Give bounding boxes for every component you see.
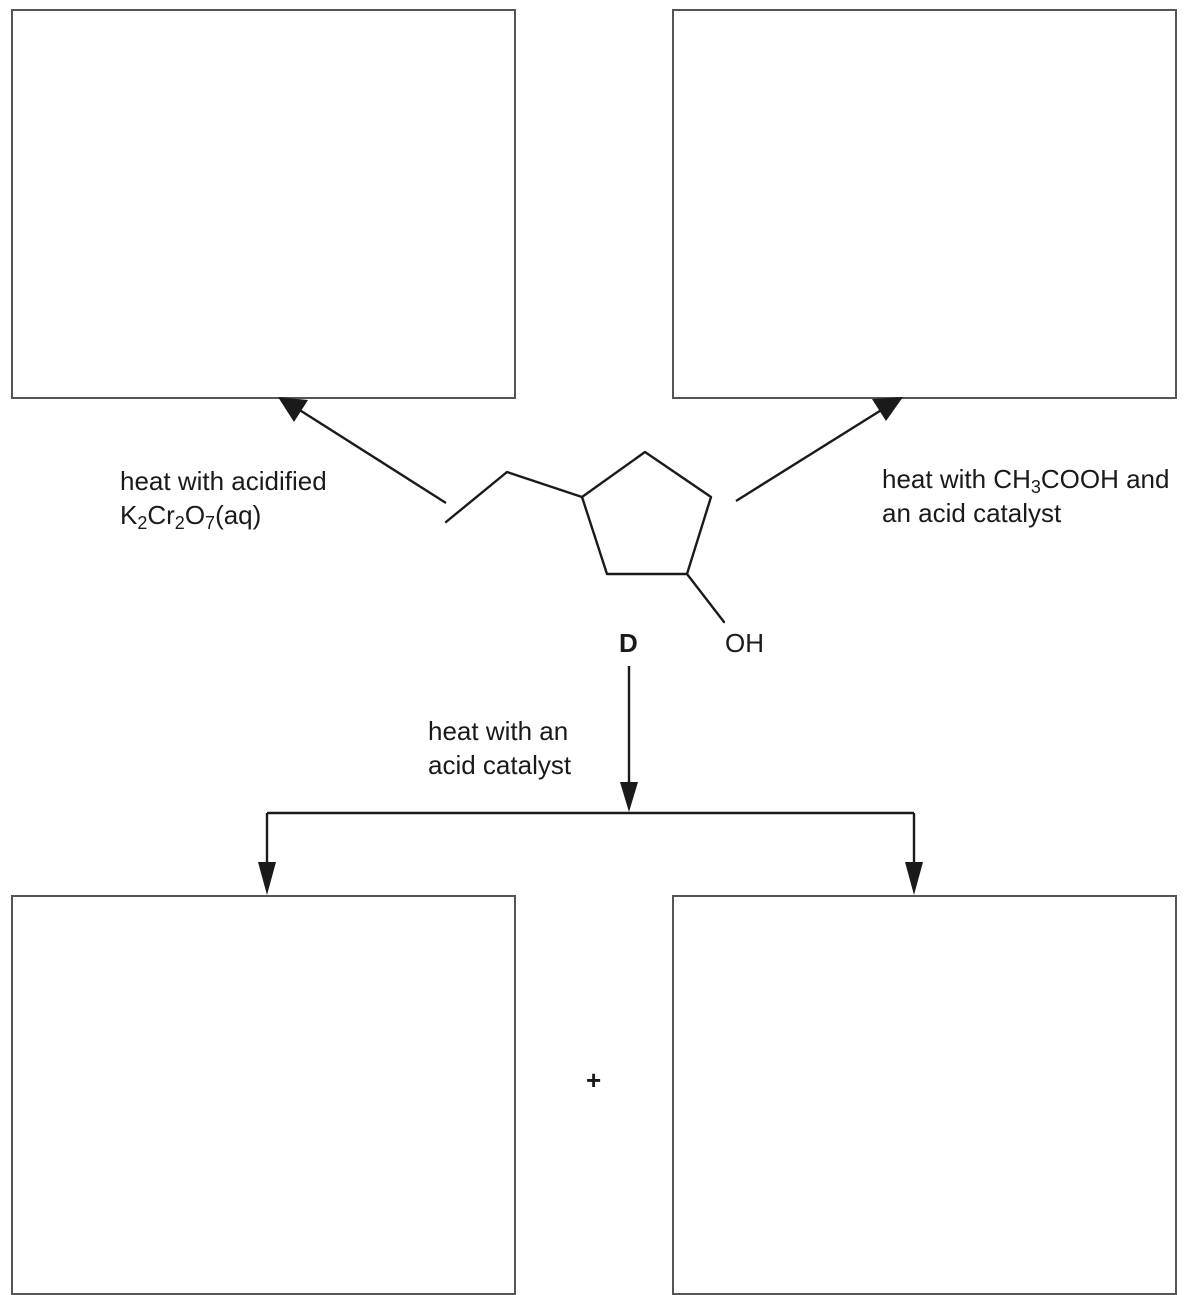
formula-sub-3: 7: [205, 513, 216, 533]
reagent-label-right: heat with CH3COOH and an acid catalyst: [882, 462, 1169, 530]
reagent-down-line2: acid catalyst: [428, 750, 572, 780]
reagent-right-pre: heat with CH: [882, 464, 1031, 494]
arrow-to-top-right-box: [735, 397, 903, 503]
oh-bond: [685, 572, 726, 624]
arrow-to-bottom-right-box: [905, 813, 923, 895]
reagent-right-sub: 3: [1030, 477, 1041, 497]
compound-label-d: D: [619, 628, 638, 658]
reagent-right-line2: an acid catalyst: [882, 498, 1062, 528]
reagent-right-post: COOH and: [1040, 464, 1170, 494]
answer-box-bottom-right[interactable]: [672, 895, 1177, 1295]
skeletal-structure-d: [444, 450, 726, 624]
formula-k: K: [120, 500, 138, 530]
answer-box-top-left[interactable]: [11, 9, 516, 399]
reagent-right-line1: heat with CH3COOH and: [882, 462, 1169, 496]
arrow-to-bottom-left-box: [258, 813, 276, 895]
formula-aq: (aq): [215, 500, 262, 530]
cyclopentane-ring: [580, 450, 713, 576]
reagent-left-line1: heat with acidified: [120, 466, 327, 496]
arrow-to-top-left-box: [278, 397, 447, 505]
reagent-label-left: heat with acidified K2Cr2O7(aq): [120, 464, 327, 532]
reagent-label-down: heat with an acid catalyst: [428, 714, 571, 782]
plus-sign: +: [586, 1065, 602, 1095]
formula-sub-2: 2: [174, 513, 185, 533]
ethyl-side-chain: [444, 470, 584, 524]
reagent-left-formula: K2Cr2O7(aq): [120, 498, 327, 532]
answer-box-top-right[interactable]: [672, 9, 1177, 399]
formula-sub-1: 2: [137, 513, 148, 533]
formula-o: O: [184, 500, 206, 530]
reagent-down-line1: heat with an: [428, 716, 569, 746]
hydroxyl-label: OH: [725, 628, 764, 658]
arrow-down-from-d: [620, 666, 638, 812]
formula-cr: Cr: [147, 500, 175, 530]
